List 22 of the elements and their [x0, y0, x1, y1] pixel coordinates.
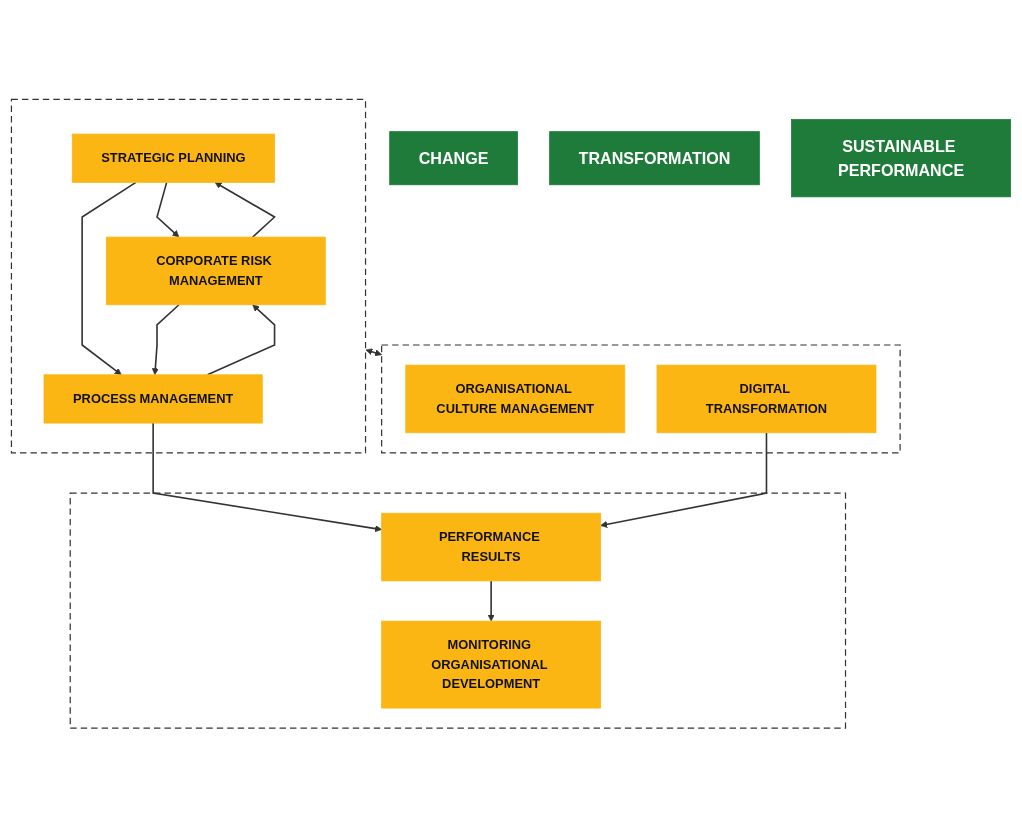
arrow	[365, 348, 382, 356]
arrow	[81, 181, 137, 375]
arrow	[152, 421, 382, 532]
node-box: SUSTAINABLE PERFORMANCE	[791, 118, 1011, 197]
cluster	[10, 98, 367, 454]
cluster	[69, 492, 847, 729]
arrow	[600, 431, 768, 528]
cluster	[381, 344, 901, 454]
node-box: PROCESS MANAGEMENT	[43, 374, 263, 424]
node-box: CORPORATE RISK MANAGEMENT	[105, 236, 326, 305]
arrow	[487, 579, 495, 622]
node-box: DIGITAL TRANSFORMATION	[656, 364, 877, 433]
node-box: CHANGE	[389, 130, 518, 185]
arrow	[214, 181, 276, 238]
node-box: PERFORMANCE RESULTS	[381, 512, 602, 581]
node-box: STRATEGIC PLANNING	[71, 133, 275, 183]
node-box: MONITORING ORGANISATIONAL DEVELOPMENT	[381, 620, 602, 709]
arrow	[156, 181, 180, 238]
node-box: TRANSFORMATION	[549, 130, 760, 185]
arrow	[151, 303, 180, 375]
node-box: ORGANISATIONAL CULTURE MANAGEMENT	[405, 364, 626, 433]
arrow	[206, 304, 276, 376]
